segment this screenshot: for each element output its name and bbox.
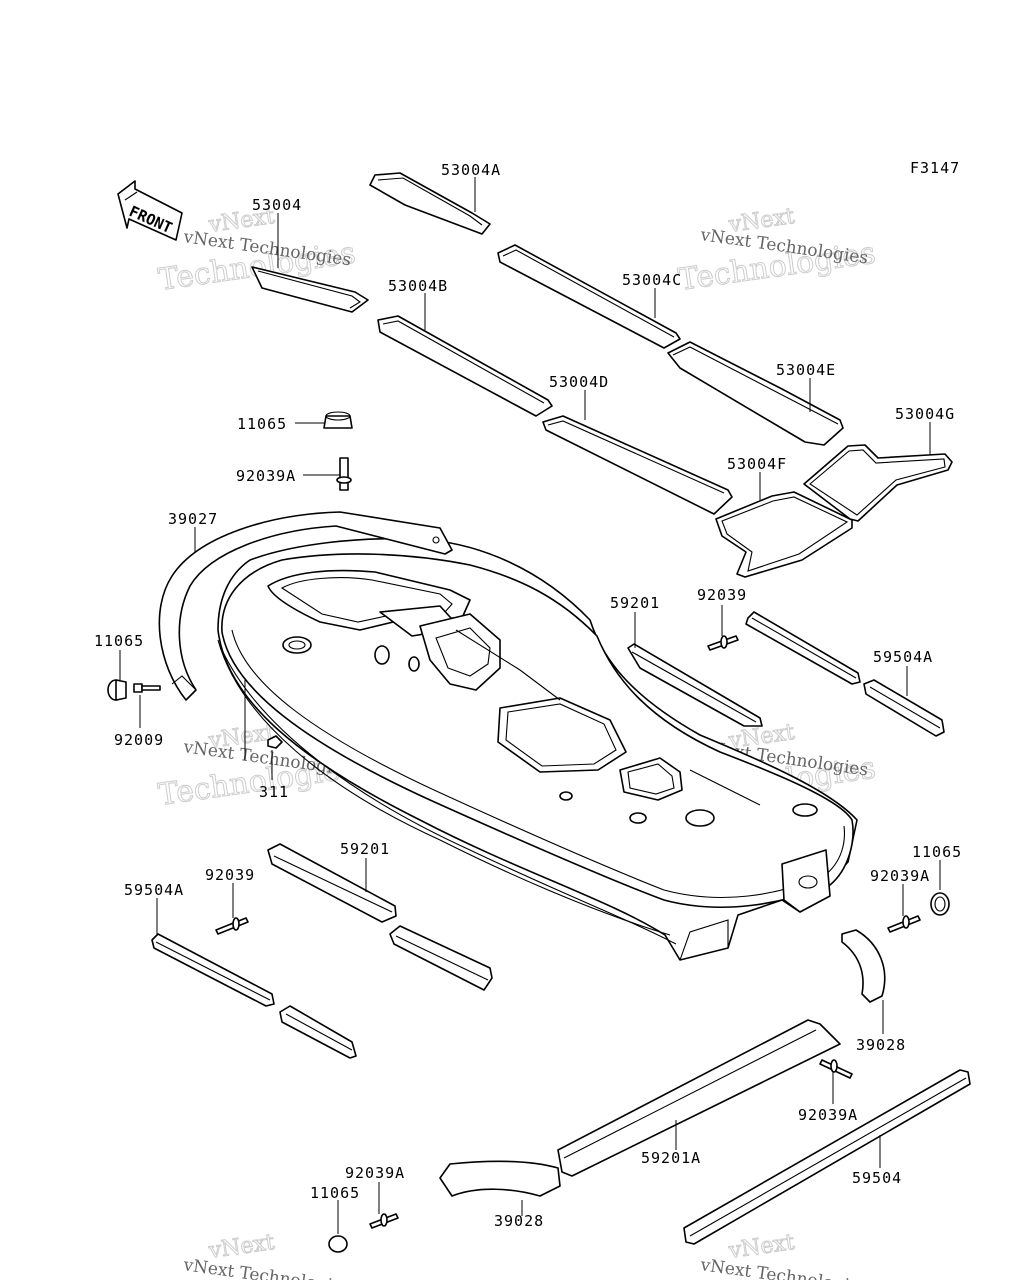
callout-92009: 92009 <box>114 731 164 749</box>
mat-53004G <box>803 444 953 522</box>
figure-code: F3147 <box>910 159 960 177</box>
callout-59504A-left: 59504A <box>124 881 184 899</box>
nut-311-icon <box>267 735 283 749</box>
callout-53004: 53004 <box>252 196 302 214</box>
callout-53004F: 53004F <box>727 455 787 473</box>
callout-92039A-bottom: 92039A <box>345 1164 405 1182</box>
callout-311: 311 <box>259 783 289 801</box>
callout-92039-left: 92039 <box>205 866 255 884</box>
leader-lines <box>119 177 941 1234</box>
mat-53004E <box>667 341 844 446</box>
svg-text:vNext: vNext <box>726 1230 796 1264</box>
callout-59201-right: 59201 <box>610 594 660 612</box>
bumper-39028-right <box>841 929 886 1003</box>
rivet-92039A-bottom-icon <box>369 1213 399 1229</box>
bumper-39027 <box>158 511 453 701</box>
watermark-top-left: vNext Technologies vNext Technologies <box>156 203 358 298</box>
callout-39028-right: 39028 <box>856 1036 906 1054</box>
trim-59504 <box>683 1069 971 1245</box>
callout-11065-bottom: 11065 <box>310 1184 360 1202</box>
callout-labels: 53004 53004A 53004B 53004C 53004D 53004E… <box>94 161 962 1230</box>
rivet-92039A-right-icon <box>887 915 921 933</box>
callout-59201A: 59201A <box>641 1149 701 1167</box>
callout-11065-left: 11065 <box>94 632 144 650</box>
cap-11065-bottom-icon <box>328 1235 348 1253</box>
rail-59201-left <box>267 843 397 923</box>
callout-53004G: 53004G <box>895 405 955 423</box>
trim-59504A-left-rear <box>279 1005 357 1059</box>
callout-11065-right: 11065 <box>912 843 962 861</box>
watermark-top-right: vNext Technologies vNext Technologies <box>676 203 878 298</box>
cap-11065-left-icon <box>107 679 127 701</box>
rail-59201A <box>557 1019 841 1177</box>
mat-53004B <box>377 315 553 417</box>
rivet-92039A-top-icon <box>336 457 352 491</box>
callout-59504: 59504 <box>852 1169 902 1187</box>
trim-59504A-right-top <box>745 611 861 685</box>
rivet-92039-left-icon <box>215 917 249 935</box>
hull-body <box>217 537 858 961</box>
mat-53004A <box>369 172 491 235</box>
svg-text:vNext Technologies: vNext Technologies <box>698 1255 869 1280</box>
callout-11065-top: 11065 <box>237 415 287 433</box>
mat-53004 <box>251 266 369 313</box>
callout-39027: 39027 <box>168 510 218 528</box>
callout-53004C: 53004C <box>622 271 682 289</box>
mat-53004D <box>542 415 733 515</box>
callout-92039A-right: 92039A <box>870 867 930 885</box>
front-arrow-icon: FRONT <box>117 180 183 241</box>
callout-59201-left: 59201 <box>340 840 390 858</box>
rivet-92039-right-icon <box>707 635 739 651</box>
callout-92039A-top: 92039A <box>236 467 296 485</box>
watermark-bottom-right: vNext vNext Technologies <box>698 1229 869 1285</box>
screw-92009-icon <box>133 683 161 693</box>
callout-92039A-mid: 92039A <box>798 1106 858 1124</box>
trim-59504A-left-front <box>151 933 275 1007</box>
mat-53004F <box>715 491 853 578</box>
rail-59201-left-rear <box>389 925 493 991</box>
callout-53004E: 53004E <box>776 361 836 379</box>
callout-59504A-right: 59504A <box>873 648 933 666</box>
rivet-92039A-mid-icon <box>819 1059 853 1079</box>
callout-53004D: 53004D <box>549 373 609 391</box>
callout-92039-right: 92039 <box>697 586 747 604</box>
svg-text:vNext Technologies: vNext Technologies <box>181 1255 352 1280</box>
callout-39028-bottom: 39028 <box>494 1212 544 1230</box>
cap-11065-top-icon <box>323 411 353 429</box>
callout-53004B: 53004B <box>388 277 448 295</box>
trim-59504A-right-bottom <box>863 679 945 737</box>
callout-53004A: 53004A <box>441 161 501 179</box>
watermark-bottom-left: vNext vNext Technologies <box>181 1229 352 1285</box>
mat-53004C <box>497 244 681 349</box>
bumper-39028-bottom <box>439 1160 561 1197</box>
cap-11065-right-icon <box>930 892 950 916</box>
rail-59201-right <box>627 643 763 727</box>
